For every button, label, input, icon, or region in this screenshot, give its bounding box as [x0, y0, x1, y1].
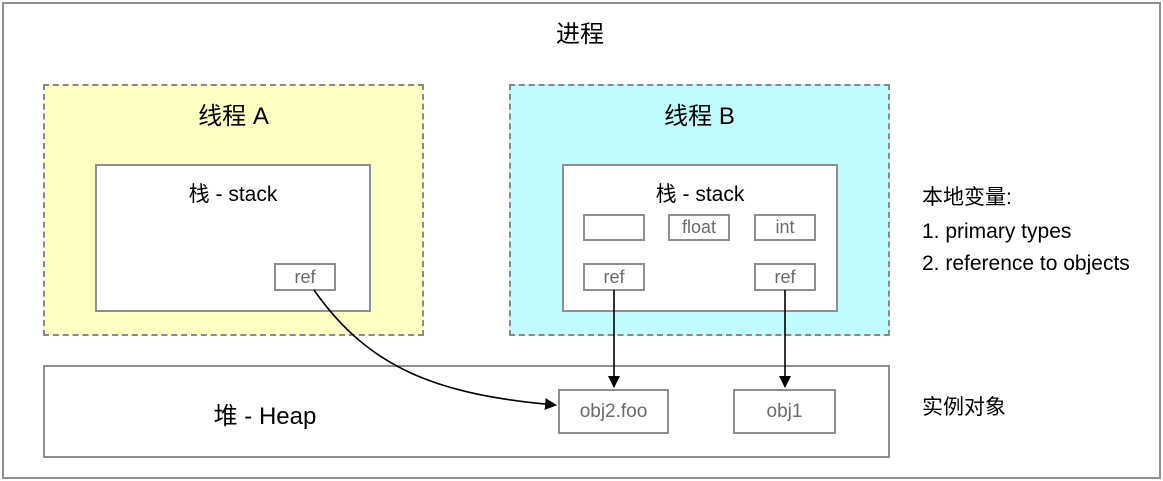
local-vars-item-1: 1. primary types: [922, 220, 1072, 243]
heap-object-obj1: obj1: [733, 389, 836, 434]
thread-b-ref-cell-2: ref: [754, 263, 816, 291]
thread-a-ref-cell: ref: [274, 263, 336, 291]
process-label: 进程: [556, 21, 604, 48]
thread-a-stack-label: 栈 - stack: [188, 183, 278, 206]
thread-b-ref-cell-1: ref: [583, 263, 645, 291]
thread-b-label: 线程 B: [664, 103, 735, 130]
thread-a-label: 线程 A: [198, 103, 269, 130]
heap-label: 堆 - Heap: [213, 403, 317, 430]
thread-b-stack-label: 栈 - stack: [655, 183, 745, 206]
thread-b-float-cell: float: [668, 214, 730, 241]
thread-b-empty-cell: [583, 214, 645, 241]
local-vars-item-2: 2. reference to objects: [922, 252, 1130, 275]
local-vars-title: 本地变量:: [922, 186, 1012, 209]
instances-title: 实例对象: [922, 396, 1006, 419]
heap-object-obj2-foo: obj2.foo: [558, 389, 669, 434]
thread-b-int-cell: int: [754, 214, 816, 241]
